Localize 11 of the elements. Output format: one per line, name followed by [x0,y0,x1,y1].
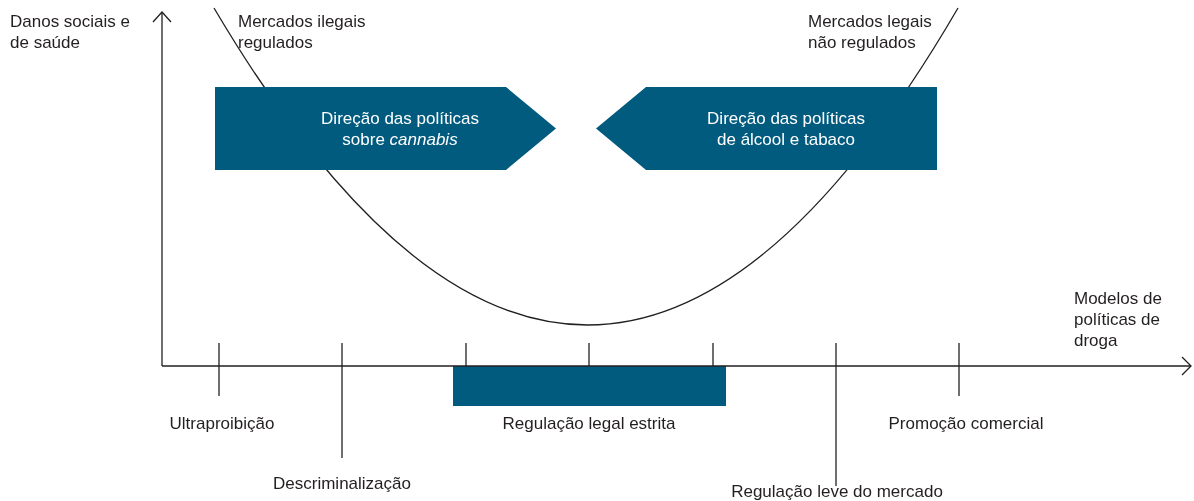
tick-label: Descriminalização [272,473,412,494]
tick-label: Ultraproibição [168,413,276,434]
tick-label: Regulação leve do mercado [730,481,944,501]
tick-label: Promoção comercial [887,413,1045,434]
axis-title: Modelos de políticas de droga [1074,288,1163,351]
region-label: Mercados legais não regulados [808,11,933,53]
axis-title: Danos sociais e de saúde [10,11,131,53]
tick-label: Regulação legal estrita [501,413,677,434]
banner-text: Direção das políticas sobre cannabis [320,107,480,150]
banner-text: Direção das políticas de álcool e tabaco [706,107,866,150]
region-label: Mercados ilegais regulados [238,11,367,53]
